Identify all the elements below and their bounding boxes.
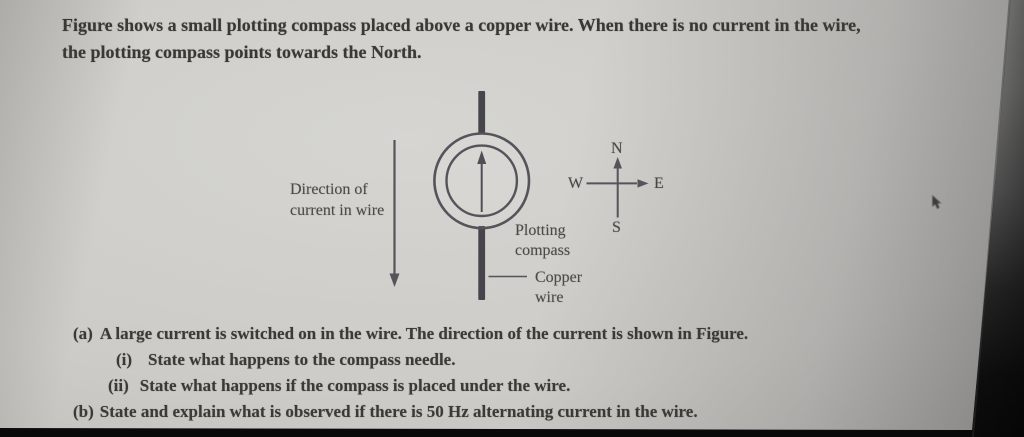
question-line-a-ii: (ii) State what happens if the compass i… bbox=[108, 375, 570, 397]
rose-north-label: N bbox=[611, 140, 623, 157]
rose-south-label: S bbox=[612, 219, 621, 236]
intro-line-1: Figure shows a small plotting compass pl… bbox=[62, 15, 861, 35]
copper-wire-lower-segment bbox=[478, 226, 486, 300]
question-text: State what happens to the compass needle… bbox=[148, 350, 456, 369]
plotting-compass-label: Plotting compass bbox=[515, 222, 571, 259]
question-marker: (a) bbox=[73, 324, 93, 343]
question-text: State what happens if the compass is pla… bbox=[139, 376, 571, 395]
copper-wire-upper-segment bbox=[478, 91, 486, 134]
intro-line-2: the plotting compass points towards the … bbox=[62, 42, 422, 62]
compass-rose-icon bbox=[586, 157, 649, 218]
question-marker: (ii) bbox=[108, 376, 129, 395]
question-text: State and explain what is observed if th… bbox=[99, 402, 698, 421]
question-line-a-i: (i) State what happens to the compass ne… bbox=[116, 349, 455, 371]
current-direction-arrow-icon bbox=[389, 140, 400, 287]
intro-paragraph: Figure shows a small plotting compass pl… bbox=[62, 12, 861, 66]
compass-needle-icon bbox=[477, 150, 487, 212]
figure-diagram bbox=[389, 91, 649, 300]
current-direction-label: Direction of current in wire bbox=[290, 181, 385, 219]
question-text: A large current is switched on in the wi… bbox=[99, 324, 749, 343]
rose-west-label: W bbox=[568, 175, 584, 192]
rose-east-label: E bbox=[654, 175, 664, 192]
question-marker: (i) bbox=[116, 350, 133, 369]
question-line-b: (b) State and explain what is observed i… bbox=[73, 401, 698, 423]
copper-wire-label: Copper wire bbox=[535, 269, 583, 306]
question-line-a: (a) A large current is switched on in th… bbox=[73, 323, 748, 345]
question-marker: (b) bbox=[73, 402, 94, 421]
compass-inner-ring bbox=[445, 144, 519, 218]
mouse-cursor bbox=[932, 195, 942, 210]
